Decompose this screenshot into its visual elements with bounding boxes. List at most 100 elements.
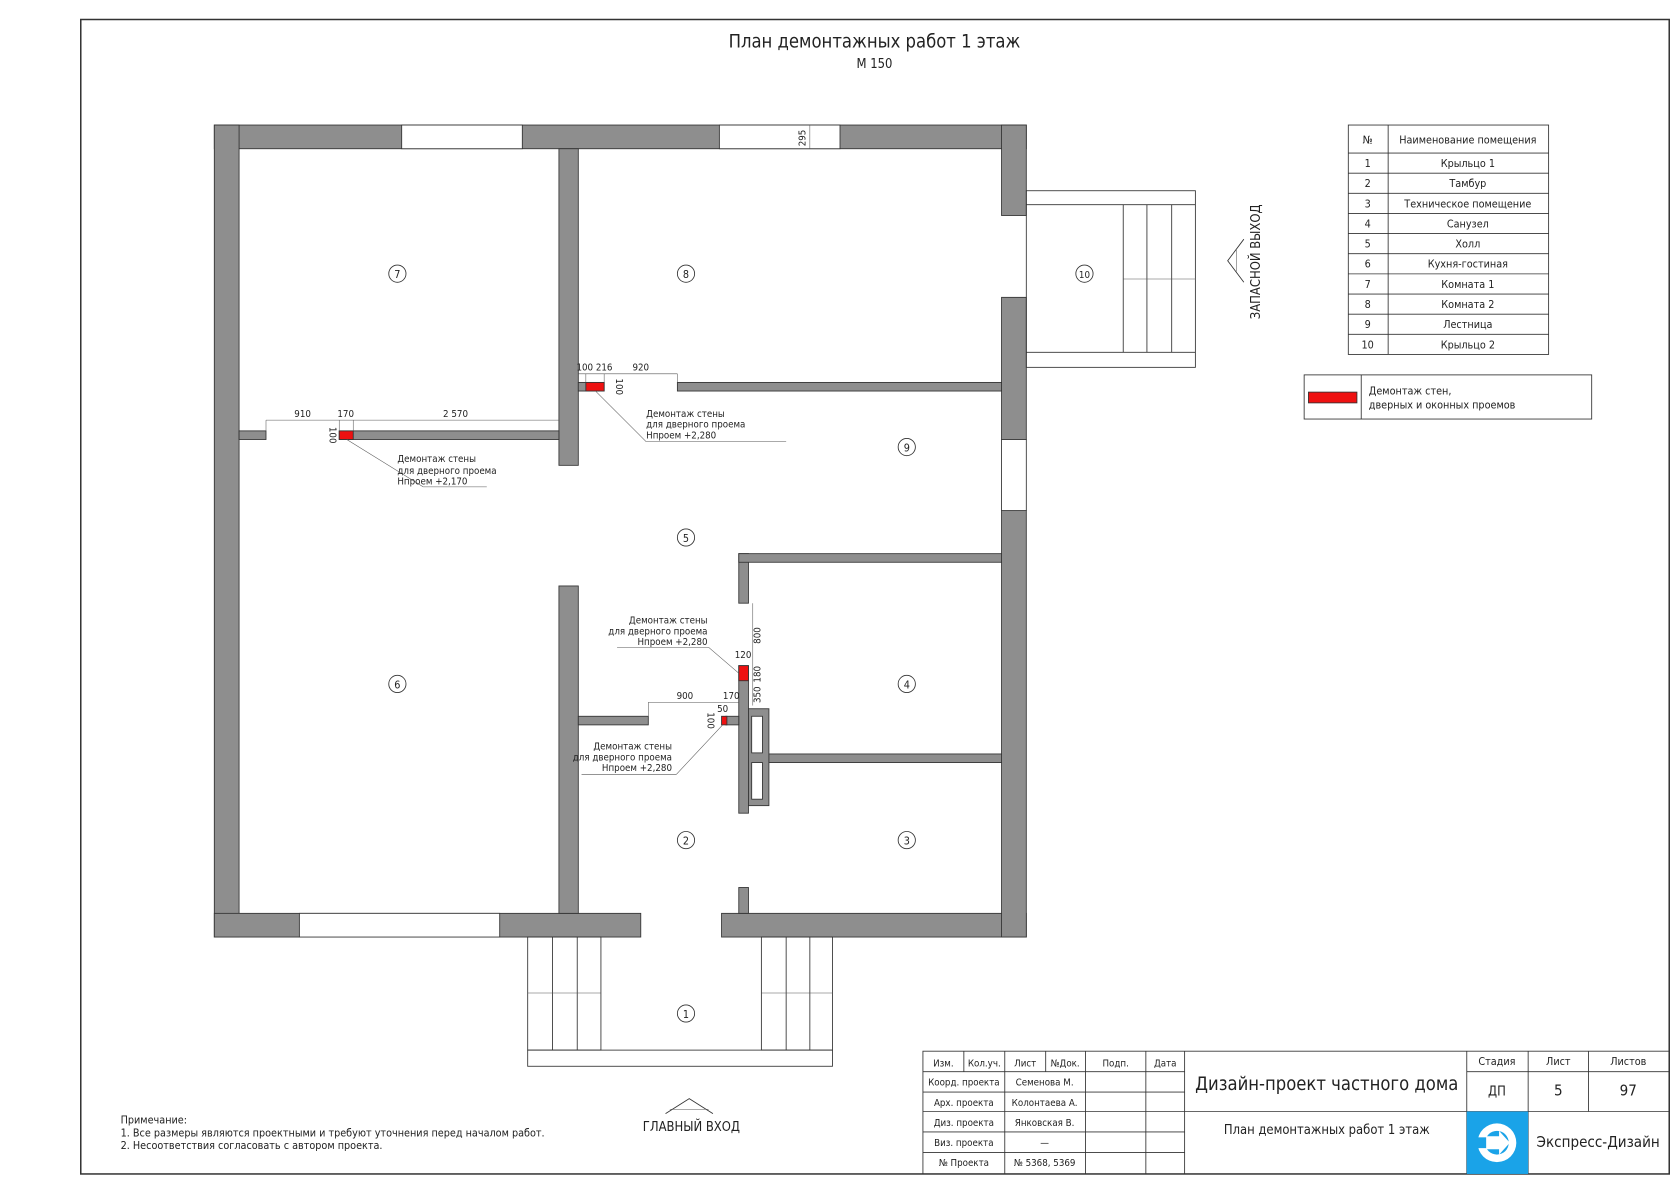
svg-text:ГЛАВНЫЙ ВХОД: ГЛАВНЫЙ ВХОД bbox=[643, 1119, 740, 1135]
svg-text:Стадия: Стадия bbox=[1478, 1055, 1515, 1068]
svg-text:120: 120 bbox=[735, 650, 752, 661]
svg-text:7: 7 bbox=[394, 268, 400, 281]
svg-text:350: 350 bbox=[752, 686, 763, 703]
svg-text:180: 180 bbox=[752, 666, 763, 683]
svg-text:Примечание:: Примечание: bbox=[121, 1113, 187, 1126]
room-number: 2 bbox=[1365, 177, 1371, 190]
svg-text:Наименование помещения: Наименование помещения bbox=[1399, 133, 1536, 146]
room-name: Тамбур bbox=[1448, 177, 1486, 190]
room-name: Кухня-гостиная bbox=[1428, 258, 1508, 271]
room-name: Лестница bbox=[1443, 318, 1492, 331]
wall-right-1 bbox=[1001, 124, 1027, 216]
room-name: Санузел bbox=[1447, 217, 1489, 230]
role-name: — bbox=[1040, 1138, 1049, 1149]
svg-text:1: 1 bbox=[683, 1008, 689, 1021]
table-row: 8 Комната 2 bbox=[1348, 293, 1549, 311]
table-row: 4 Санузел bbox=[1348, 213, 1549, 230]
title-block: Изм. Кол.уч. Лист №Док. Подп. Дата Коорд. про… bbox=[922, 1050, 1670, 1175]
role-label: № Проекта bbox=[939, 1158, 989, 1169]
svg-text:Демонтаж стены: Демонтаж стены bbox=[646, 409, 725, 420]
room-marker-1: 1 bbox=[676, 1004, 696, 1023]
stage-value: ДП bbox=[1488, 1084, 1506, 1099]
room-number: 10 bbox=[1362, 338, 1374, 351]
title-block-header: Кол.уч. bbox=[968, 1058, 1001, 1069]
room-marker-4: 4 bbox=[897, 674, 916, 694]
role-label: Арх. проекта bbox=[934, 1098, 994, 1109]
title-block-header: Подп. bbox=[1102, 1058, 1128, 1069]
project-name: Дизайн-проект частного дома bbox=[1195, 1074, 1458, 1095]
svg-text:170: 170 bbox=[337, 409, 354, 420]
room-name: Комната 2 bbox=[1441, 298, 1494, 311]
table-row: 2 Тамбур bbox=[1348, 172, 1549, 190]
svg-text:1. Все размеры являются проект: 1. Все размеры являются проектными и тре… bbox=[121, 1126, 545, 1139]
sheet-title: План демонтажных работ 1 этаж bbox=[1224, 1123, 1430, 1138]
room-number: 1 bbox=[1365, 157, 1371, 170]
svg-text:5: 5 bbox=[683, 532, 689, 545]
role-name: № 5368, 5369 bbox=[1014, 1158, 1076, 1169]
role-label: Диз. проекта bbox=[934, 1118, 994, 1129]
role-label: Коорд. проекта bbox=[928, 1078, 1000, 1089]
svg-text:9: 9 bbox=[904, 441, 910, 454]
emergency-exit-label: ЗАПАСНОЙ ВЫХОД bbox=[1227, 204, 1264, 319]
role-name: Колонтаева А. bbox=[1012, 1098, 1078, 1109]
svg-text:для дверного проема: для дверного проема bbox=[397, 466, 496, 477]
room-number: 8 bbox=[1365, 298, 1371, 311]
svg-text:10: 10 bbox=[1079, 270, 1090, 281]
room-name: Крыльцо 1 bbox=[1441, 157, 1495, 170]
callout-demolition-1: Демонтаж стены для дверного проема Hпрое… bbox=[346, 439, 497, 488]
main-entrance-label: ГЛАВНЫЙ ВХОД bbox=[643, 1098, 740, 1135]
drawing-scale: М 150 bbox=[857, 57, 893, 72]
table-row: 10 Крыльцо 2 bbox=[1348, 333, 1549, 351]
wall-right-2 bbox=[1001, 296, 1027, 440]
svg-text:920: 920 bbox=[632, 363, 649, 374]
demolition-area bbox=[721, 715, 728, 726]
svg-text:3: 3 bbox=[904, 834, 910, 847]
svg-text:Демонтаж стены: Демонтаж стены bbox=[397, 454, 476, 465]
room-marker-3: 3 bbox=[897, 831, 916, 850]
svg-text:910: 910 bbox=[294, 409, 311, 420]
room-marker-5: 5 bbox=[676, 528, 696, 547]
svg-text:Демонтаж стены: Демонтаж стены bbox=[629, 616, 708, 627]
room-number: 7 bbox=[1365, 278, 1371, 291]
room-name: Крыльцо 2 bbox=[1441, 338, 1495, 351]
svg-text:для дверного проема: для дверного проема bbox=[646, 420, 745, 431]
company-name: Экспресс-Дизайн bbox=[1537, 1133, 1660, 1151]
svg-text:Hпроем +2,170: Hпроем +2,170 bbox=[397, 477, 467, 488]
table-row: 1 Крыльцо 1 bbox=[1365, 157, 1495, 170]
room-number: 4 bbox=[1365, 217, 1371, 230]
room-name: Техническое помещение bbox=[1403, 197, 1531, 210]
svg-text:50: 50 bbox=[717, 704, 728, 715]
svg-text:900: 900 bbox=[677, 691, 694, 702]
room-name: Холл bbox=[1455, 238, 1480, 251]
demolition-area bbox=[338, 430, 354, 440]
room-marker-2: 2 bbox=[676, 831, 696, 850]
svg-text:Листов: Листов bbox=[1610, 1055, 1646, 1068]
title-block-header: №Док. bbox=[1050, 1058, 1079, 1069]
dimensions: 910 170 2 570 100 100 216 920 100 295 80… bbox=[265, 125, 811, 729]
legend: Демонтаж стен, дверных и оконных проемов bbox=[1303, 374, 1593, 420]
title-block-header: Изм. bbox=[933, 1058, 954, 1069]
svg-text:100: 100 bbox=[613, 378, 624, 395]
room-marker-9: 9 bbox=[897, 437, 916, 457]
floor-plan bbox=[213, 124, 1196, 1067]
wall-top bbox=[213, 124, 1027, 150]
svg-text:Hпроем +2,280: Hпроем +2,280 bbox=[637, 637, 707, 648]
callout-demolition-2: Демонтаж стены для дверного проема Hпрое… bbox=[595, 390, 787, 442]
room-marker-10: 10 bbox=[1075, 264, 1094, 283]
demolition-area bbox=[585, 381, 605, 392]
role-name: Янковская В. bbox=[1015, 1118, 1075, 1129]
svg-text:Демонтаж стен,: Демонтаж стен, bbox=[1369, 384, 1452, 397]
title-block-header: Лист bbox=[1014, 1058, 1036, 1069]
sheet-border bbox=[80, 18, 1670, 1175]
svg-text:8: 8 bbox=[683, 268, 689, 281]
room-markers: 1 2 3 4 5 6 7 8 9 10 bbox=[388, 264, 1094, 1023]
room-marker-7: 7 bbox=[388, 264, 407, 283]
drawing-title: План демонтажных работ 1 этаж bbox=[729, 32, 1021, 53]
notes: Примечание: 1. Все размеры являются прое… bbox=[121, 1113, 545, 1152]
window bbox=[401, 124, 523, 150]
title-block-header: Дата bbox=[1154, 1058, 1177, 1069]
